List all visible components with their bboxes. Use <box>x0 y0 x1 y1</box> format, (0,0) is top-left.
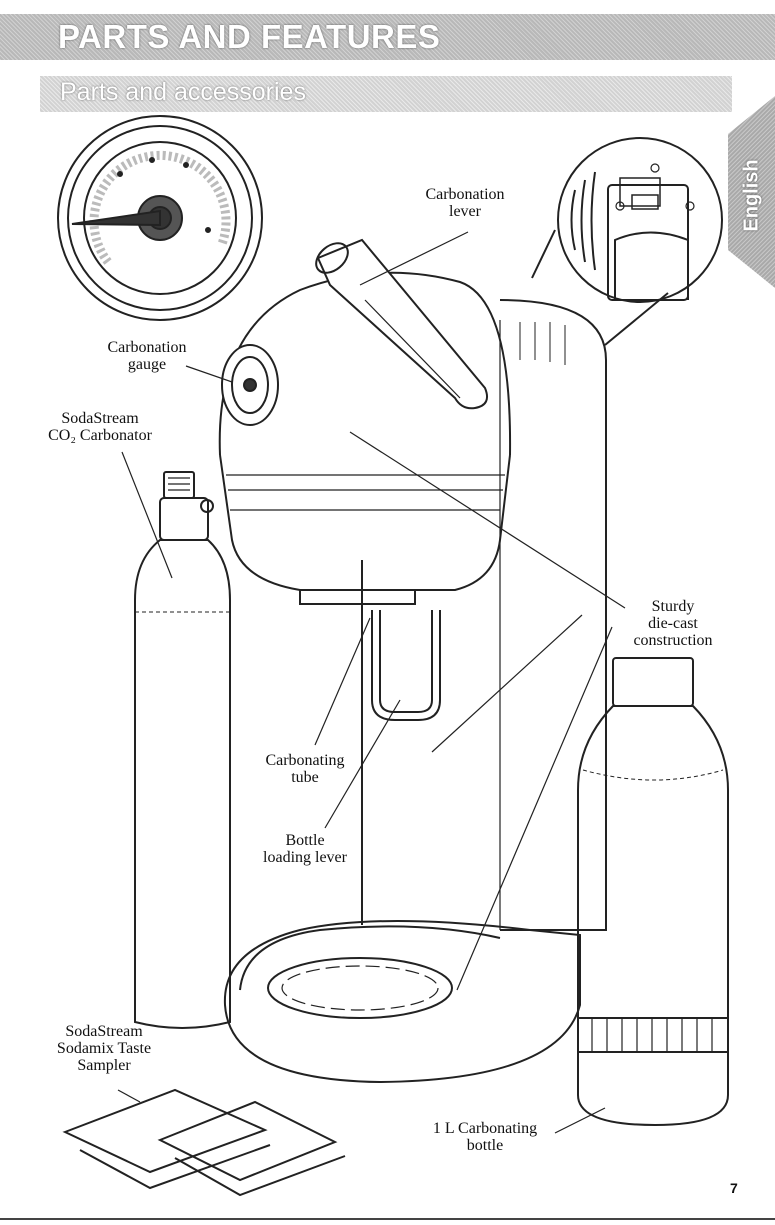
page-number: 7 <box>730 1180 738 1196</box>
machine-head <box>220 273 510 604</box>
machine-base <box>225 921 580 1082</box>
bottom-rule <box>0 1218 775 1220</box>
carbonating-tube <box>372 610 440 720</box>
carbonating-bottle <box>578 658 728 1125</box>
carbonation-lever <box>310 237 487 408</box>
taste-sampler <box>65 1090 345 1195</box>
co2-cylinder <box>135 472 230 1028</box>
detail-inset <box>558 138 722 302</box>
gauge-inset <box>58 116 262 320</box>
